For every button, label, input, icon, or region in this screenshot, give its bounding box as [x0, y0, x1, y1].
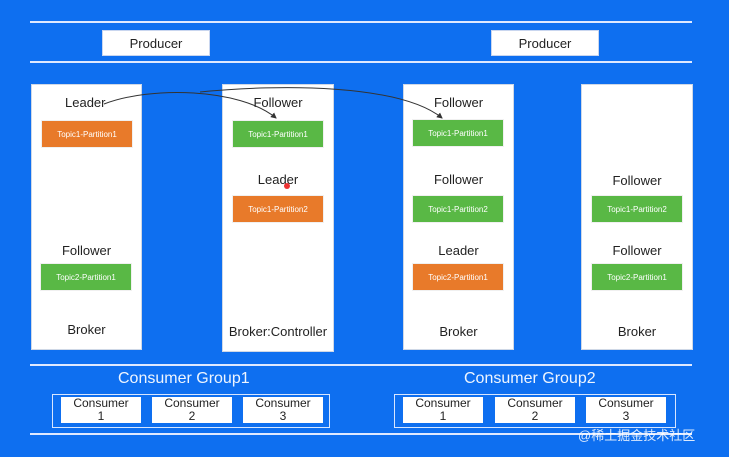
broker-1-role-1: Leader — [65, 95, 106, 110]
consumer-group-1: Consumer 1 Consumer 2 Consumer 3 — [52, 394, 330, 428]
broker-3: Follower Topic1-Partition1 Follower Topi… — [403, 84, 514, 350]
producer-box-2: Producer — [491, 30, 599, 56]
consumer-number: 2 — [188, 409, 196, 423]
consumer-label: Consumer — [164, 396, 220, 410]
consumer-divider — [30, 364, 692, 366]
consumer-group-1-title: Consumer Group1 — [118, 370, 250, 387]
consumer-group-2-title: Consumer Group2 — [464, 370, 596, 387]
broker-2-role-1: Follower — [253, 95, 303, 110]
broker-2-partition-1: Topic1-Partition1 — [233, 121, 323, 147]
consumer-1: Consumer 1 — [61, 397, 141, 423]
broker-3-partition-1: Topic1-Partition1 — [413, 120, 503, 146]
consumer-number: 2 — [531, 409, 539, 423]
broker-4-role-2: Follower — [612, 243, 662, 258]
consumer-1: Consumer 1 — [403, 397, 483, 423]
consumer-label: Consumer — [73, 396, 129, 410]
broker-4-role-1: Follower — [612, 173, 662, 188]
broker-2: Follower Topic1-Partition1 Leader Topic1… — [222, 84, 334, 352]
consumer-number: 3 — [279, 409, 287, 423]
broker-4-partition-2: Topic2-Partition1 — [592, 264, 682, 290]
consumer-number: 3 — [622, 409, 630, 423]
producer-box-1: Producer — [102, 30, 210, 56]
broker-3-partition-2: Topic1-Partition2 — [413, 196, 503, 222]
consumer-2: Consumer 2 — [152, 397, 232, 423]
broker-1-label: Broker — [67, 322, 106, 337]
broker-3-partition-3: Topic2-Partition1 — [413, 264, 503, 290]
consumer-label: Consumer — [255, 396, 311, 410]
consumer-label: Consumer — [507, 396, 563, 410]
watermark: @稀土掘金技术社区 — [578, 428, 696, 443]
consumer-label: Consumer — [598, 396, 654, 410]
broker-4-partition-1: Topic1-Partition2 — [592, 196, 682, 222]
top-divider — [30, 21, 692, 23]
broker-1: Leader Topic1-Partition1 Follower Topic2… — [31, 84, 142, 350]
consumer-2: Consumer 2 — [495, 397, 575, 423]
consumer-3: Consumer 3 — [243, 397, 323, 423]
broker-2-role-2: Leader — [257, 172, 299, 187]
broker-3-label: Broker — [439, 324, 478, 339]
broker-1-partition-2: Topic2-Partition1 — [41, 264, 131, 290]
broker-4-label: Broker — [617, 324, 657, 339]
consumer-group-2: Consumer 1 Consumer 2 Consumer 3 — [394, 394, 676, 428]
broker-2-label: Broker:Controller — [228, 324, 328, 339]
broker-3-role-1: Follower — [433, 95, 484, 110]
broker-3-role-2: Follower — [433, 172, 484, 187]
consumer-label: Consumer — [415, 396, 471, 410]
consumer-3: Consumer 3 — [586, 397, 666, 423]
bottom-divider — [30, 433, 692, 435]
broker-1-partition-1: Topic1-Partition1 — [42, 121, 132, 147]
broker-1-role-2: Follower — [61, 243, 112, 258]
consumer-number: 1 — [97, 409, 105, 423]
broker-4: Follower Topic1-Partition2 Follower Topi… — [581, 84, 693, 350]
broker-3-role-3: Leader — [438, 243, 479, 258]
consumer-number: 1 — [439, 409, 447, 423]
producer-divider — [30, 61, 692, 63]
broker-2-partition-2: Topic1-Partition2 — [233, 196, 323, 222]
